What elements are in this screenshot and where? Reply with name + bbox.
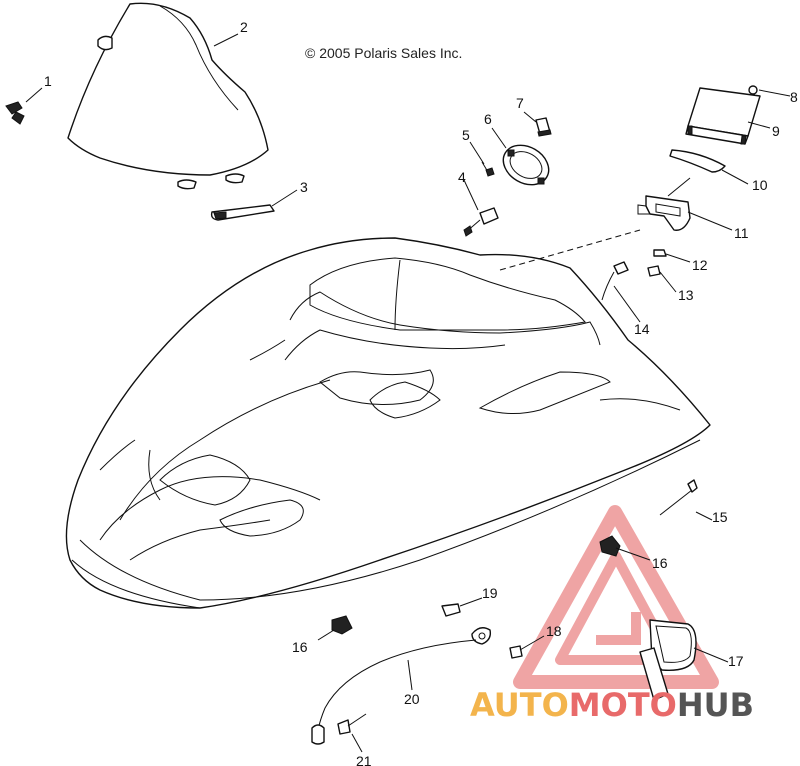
callout-5: 5 [462,127,470,143]
lens-to-bracket-line [667,177,691,197]
nut-18-part [509,645,523,659]
copyright-text: © 2005 Polaris Sales Inc. [305,45,462,61]
callout-16a: 16 [652,555,668,571]
knob-16b-part [331,615,353,635]
lever-17-part [639,619,697,701]
callout-8: 8 [790,89,798,105]
callout-labels: 1 2 3 4 5 6 7 8 9 10 11 12 13 14 15 16 1… [44,19,798,766]
display-9-part [685,87,761,145]
cap-13-part [647,265,661,277]
callout-14: 14 [634,321,650,337]
watermark-hub: HUB [677,686,754,724]
callout-17: 17 [728,653,744,669]
nut-8-part [748,85,758,95]
plug-19-part [441,603,461,617]
callout-20: 20 [404,691,420,707]
watermark-logo [513,505,719,689]
leader-lines [25,33,791,753]
watermark-text: AUTOMOTOHUB [470,686,754,724]
callout-2: 2 [240,19,248,35]
rivet-21-part [337,713,367,735]
hood-body-part [65,237,711,609]
screw-1-part [5,101,25,125]
callout-4: 4 [458,169,466,185]
knob-16a-part [599,535,621,557]
callout-9: 9 [772,123,780,139]
alignment-line [499,229,641,271]
watermark-auto: AUTO [470,686,569,724]
lens-10-part [669,149,726,173]
callout-10: 10 [752,177,768,193]
bolt-7-part [535,117,552,137]
gauge-6-part [502,144,550,186]
bracket-11-part [637,195,691,231]
windshield-part [67,2,269,190]
screw-12-part [653,249,667,257]
callout-16b: 16 [292,639,308,655]
callout-1: 1 [44,73,52,89]
watermark-moto: MOTO [569,686,677,724]
clip-3-part [210,204,275,221]
clip-5-part [481,161,495,177]
harness-14-part [601,261,629,301]
callout-13: 13 [678,287,694,303]
bolt-15-part [659,479,698,516]
callout-21: 21 [356,753,372,766]
callout-15: 15 [712,509,728,525]
callout-12: 12 [692,257,708,273]
callout-6: 6 [484,111,492,127]
callout-11: 11 [734,225,749,241]
callout-18: 18 [546,623,562,639]
callout-7: 7 [516,95,524,111]
cable-20-part [311,627,492,745]
callout-19: 19 [482,585,498,601]
callout-3: 3 [300,179,308,195]
connector-4-part [463,207,499,237]
